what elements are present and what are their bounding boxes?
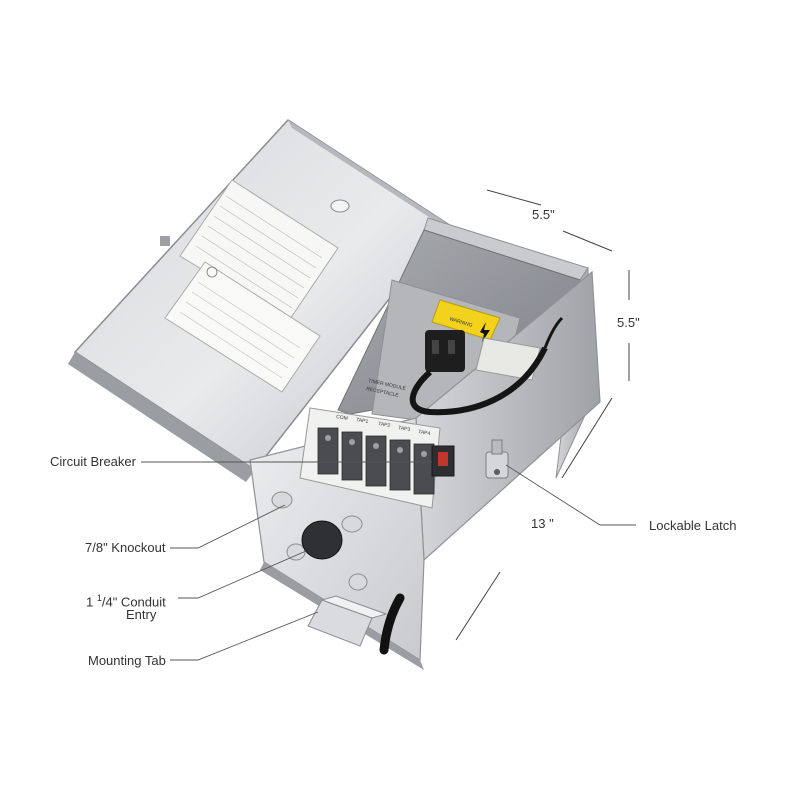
- power-cord: [409, 346, 548, 416]
- terminal-label-tap2: TAP2: [378, 421, 391, 429]
- output-cord: [379, 593, 405, 655]
- wiring-chart-lines: [195, 195, 323, 309]
- terminal-tap1: [341, 431, 363, 481]
- dimension-width: 5.5": [532, 207, 555, 222]
- open-lid: [68, 119, 452, 482]
- callout-conduit-entry-line2: Entry: [126, 607, 157, 622]
- mounting-tab: [307, 595, 388, 647]
- dimension-lines: [455, 189, 630, 641]
- timer-receptacle: [425, 330, 465, 372]
- callout-knockout: 7/8" Knockout: [85, 540, 166, 555]
- leader-lockable-latch: [505, 464, 636, 526]
- dim-length-line-top: [561, 397, 613, 479]
- dimension-height: 5.5": [617, 315, 640, 330]
- knockout-lower-right: [348, 573, 368, 591]
- knockout-lower-left: [286, 543, 306, 561]
- terminal-com: [317, 427, 339, 475]
- hazard-bolt-icon: [480, 322, 490, 342]
- terminal-tap2: [365, 435, 387, 487]
- front-knockouts: [271, 491, 368, 591]
- leader-lines: [141, 461, 636, 661]
- callout-mounting-tab: Mounting Tab: [88, 653, 166, 668]
- lockable-latch: [485, 439, 509, 479]
- conduit-entry: [301, 520, 343, 560]
- instruction-label-lines: [179, 281, 301, 379]
- terminal-tap3: [389, 439, 411, 491]
- callout-lockable-latch: Lockable Latch: [649, 518, 737, 533]
- knockout-upper-right: [341, 515, 363, 533]
- lid-rivet: [330, 199, 350, 213]
- terminal-label-tap4: TAP4: [418, 429, 431, 437]
- terminal-label-tap3: TAP3: [398, 425, 411, 433]
- leader-mounting-tab: [170, 611, 319, 661]
- lid-hinge-stud: [160, 236, 170, 246]
- terminal-block: COM TAP1 TAP2 TAP3 TAP4: [299, 407, 455, 509]
- dim-width-line-right: [562, 230, 613, 252]
- leader-conduit: [178, 550, 307, 599]
- dimension-length: 13 ": [531, 516, 554, 531]
- callout-conduit-suffix: /4" Conduit: [101, 594, 166, 610]
- dim-length-line-bottom: [455, 571, 501, 641]
- terminal-label-com: COM: [336, 414, 349, 422]
- dim-width-line-left: [486, 189, 542, 206]
- breaker-button: [438, 452, 448, 466]
- knockout-upper-left: [271, 491, 293, 509]
- callout-conduit-entry: 1 1/4" Conduit: [86, 590, 166, 610]
- callout-circuit-breaker: Circuit Breaker: [50, 454, 136, 469]
- terminal-label-tap1: TAP1: [356, 417, 369, 425]
- callout-conduit-superscript: 1: [96, 593, 102, 603]
- leader-knockout: [170, 504, 286, 549]
- certification-mark-icon: [206, 266, 218, 278]
- instruction-label: [164, 261, 321, 393]
- module-label: [475, 337, 541, 381]
- callout-conduit-prefix: 1: [86, 594, 97, 610]
